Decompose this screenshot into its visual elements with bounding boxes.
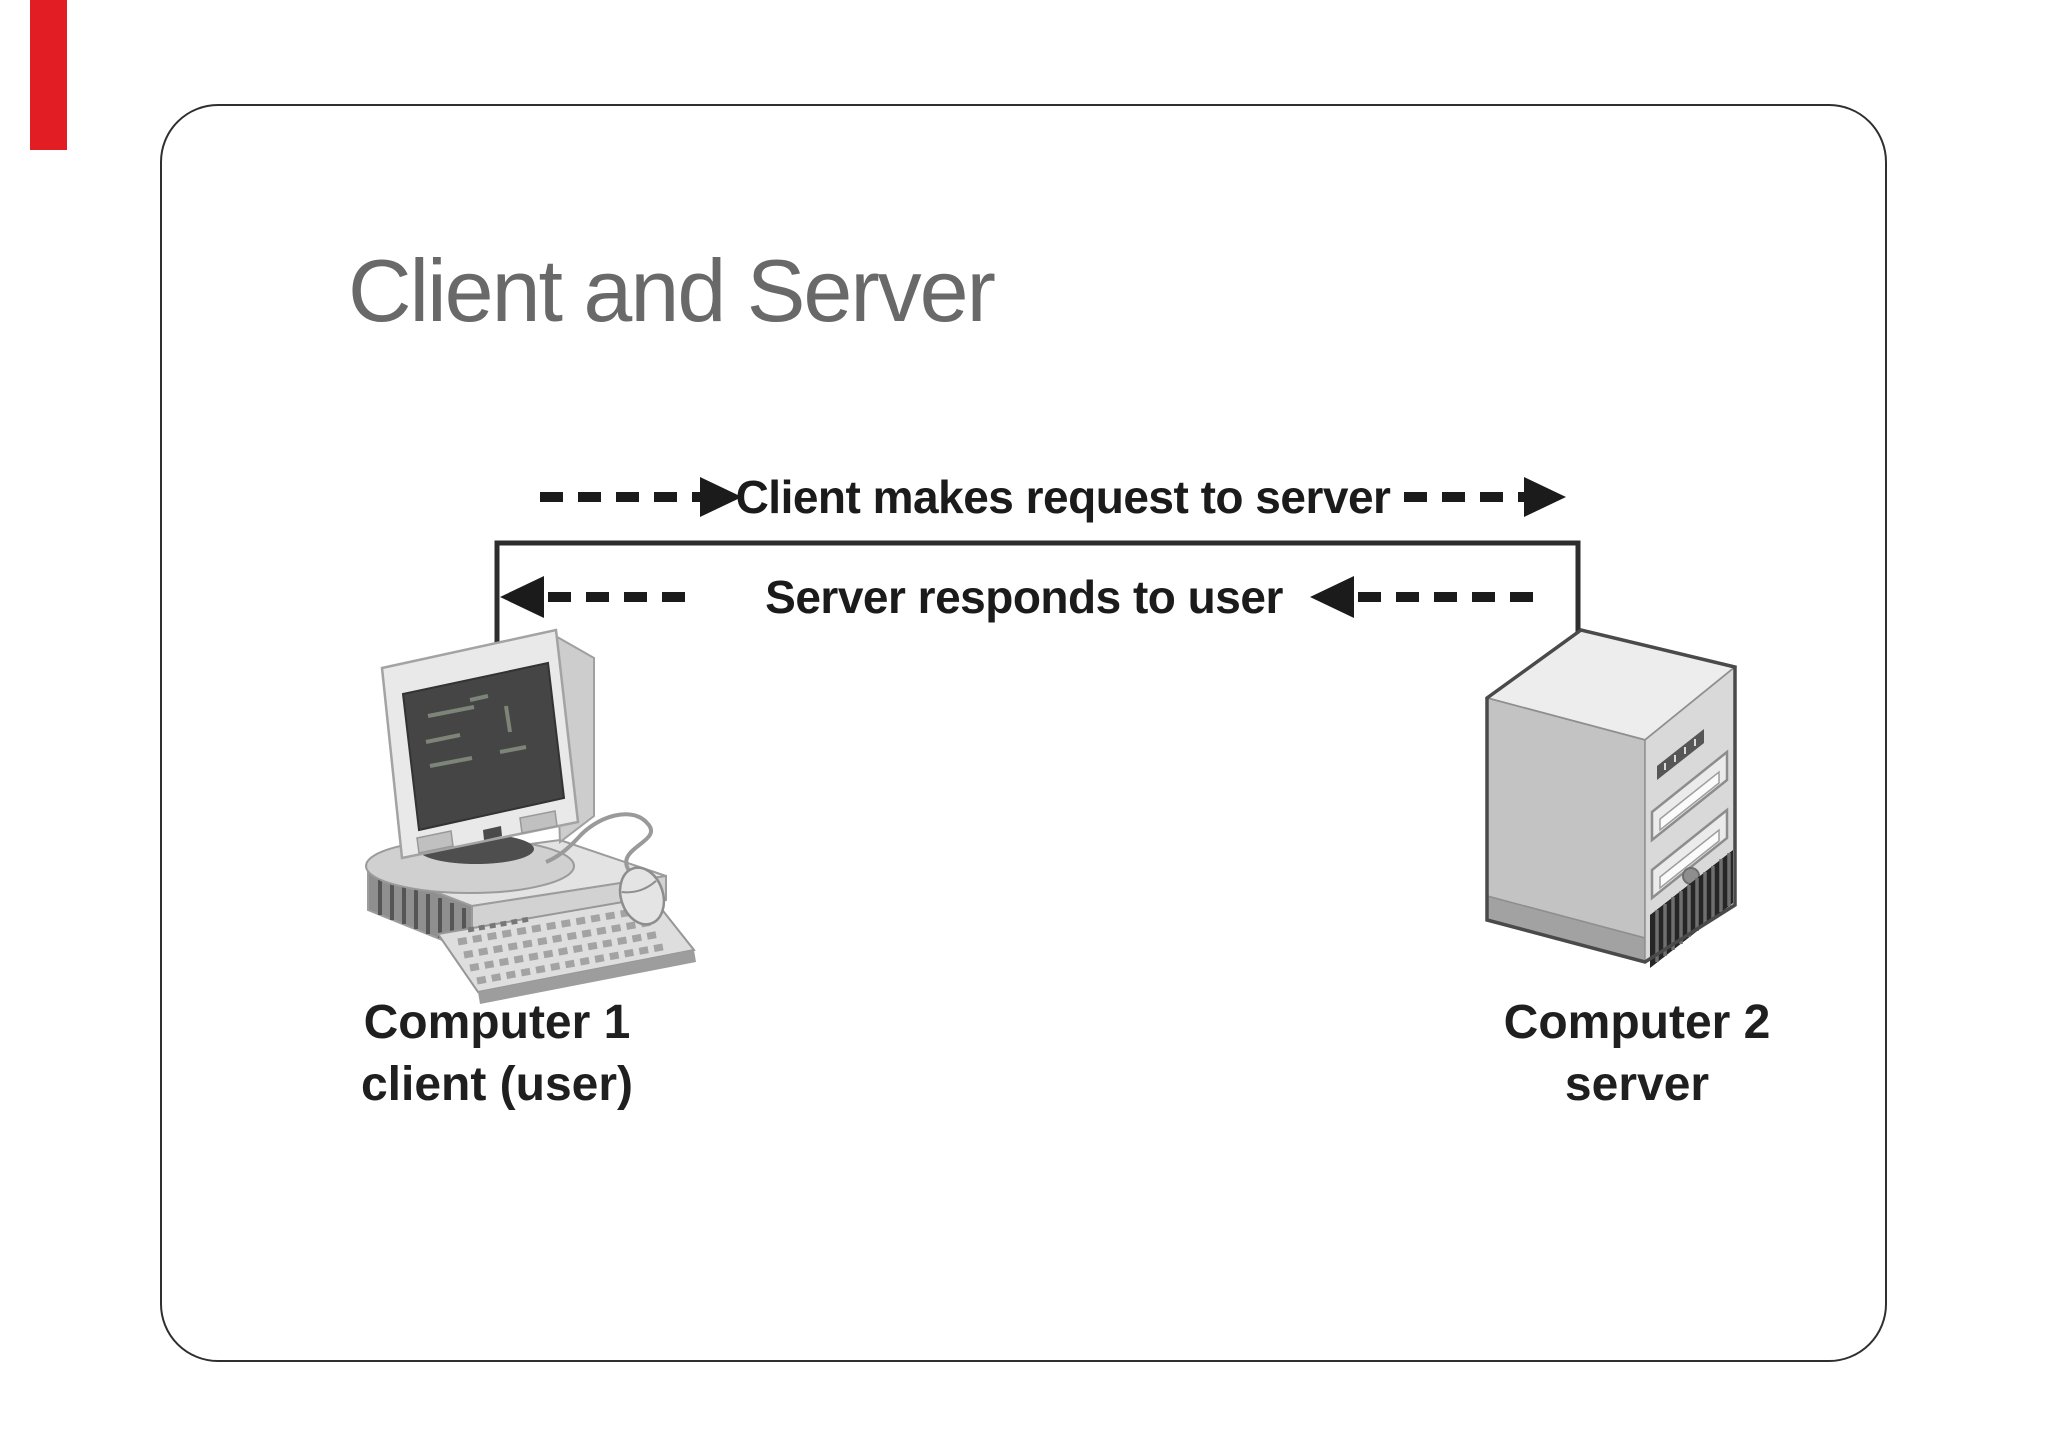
client-role: client (user): [360, 1058, 634, 1111]
server-node-label: Computer 2 server: [1504, 992, 1771, 1116]
server-role: server: [1564, 1058, 1710, 1111]
red-marker-bar: [30, 0, 67, 150]
server-name: Computer 2: [1503, 996, 1771, 1049]
client-node-label: Computer 1 client (user): [361, 992, 633, 1116]
client-name: Computer 1: [363, 996, 631, 1049]
page-title: Client and Server: [348, 241, 996, 340]
request-flow-label: Client makes request to server: [735, 471, 1391, 523]
response-flow-label: Server responds to user: [765, 571, 1283, 623]
